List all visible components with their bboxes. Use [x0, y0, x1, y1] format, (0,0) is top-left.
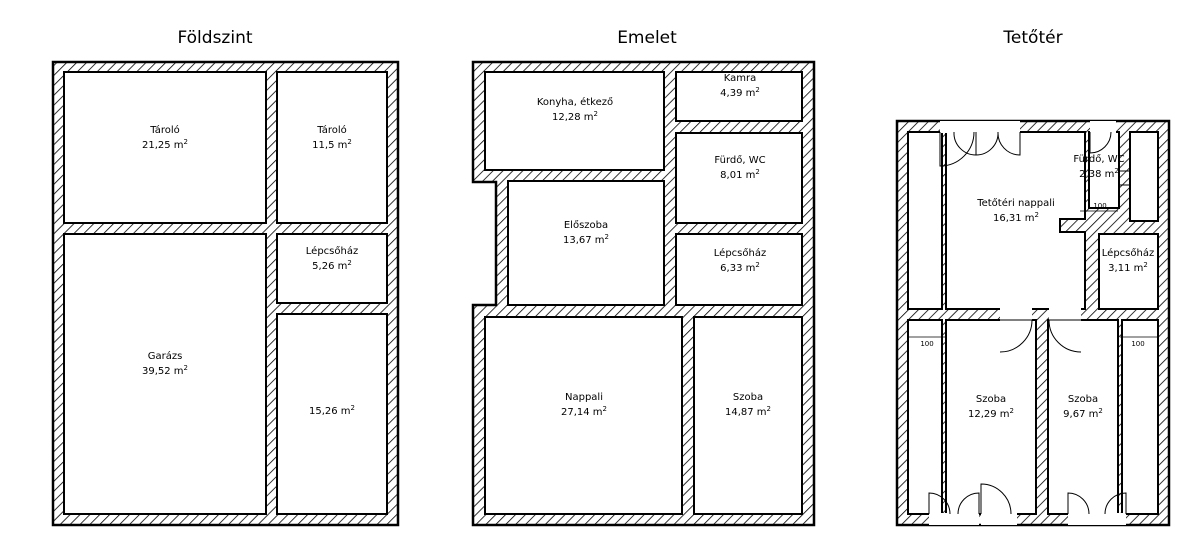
room-attic-living	[945, 131, 1086, 310]
door-swing	[975, 131, 999, 156]
door-swing	[980, 483, 1012, 515]
room-area: 6,33 m2	[720, 261, 760, 274]
room-attic-side-right	[1129, 131, 1159, 222]
room-label: Lépcsőház	[306, 245, 358, 257]
door-swing	[928, 492, 951, 515]
door-swing	[1067, 492, 1090, 515]
room-area: 12,28 m2	[552, 110, 598, 123]
room-label: Nappali	[565, 392, 603, 403]
floor-first: Emelet Konyha, étkező 12,28 m2 Kamra 4,3…	[471, 28, 816, 527]
room-attic-bedroom-2	[1047, 319, 1119, 515]
room-area: 14,87 m2	[725, 405, 771, 418]
floor-title-attic: Tetőtér	[1002, 28, 1062, 48]
room-storage-2	[276, 71, 388, 224]
wall-opening-mark	[1119, 170, 1130, 186]
floor-title-first: Emelet	[617, 28, 677, 48]
room-area: 15,26 m2	[309, 404, 355, 417]
room-attic-wardrobe-left	[907, 319, 943, 515]
room-label: Szoba	[976, 394, 1006, 405]
room-area: 11,5 m2	[312, 138, 352, 151]
floor-title-ground: Földszint	[177, 28, 252, 48]
room-label: Szoba	[1068, 394, 1098, 405]
room-label: Kamra	[724, 73, 757, 84]
floor-ground: Földszint Tároló 21,25 m2 Tároló 11,5 m2…	[51, 28, 400, 527]
door-opening	[1049, 308, 1081, 321]
door-opening	[1090, 121, 1116, 133]
door-swing	[1048, 319, 1082, 353]
room-area: 13,67 m2	[563, 233, 609, 246]
room-label: Garázs	[148, 350, 183, 362]
door-swing	[999, 319, 1033, 353]
room-label: Fürdő, WC	[1073, 153, 1124, 165]
door-opening	[1000, 308, 1032, 321]
room-stairwell-first	[675, 233, 803, 306]
room-bedroom-first	[693, 316, 803, 515]
door-opening	[1068, 513, 1126, 525]
door-opening	[940, 121, 1020, 133]
room-attic-bedroom-1	[945, 319, 1037, 515]
room-label: Fürdő, WC	[714, 154, 765, 166]
dimension-label: 100	[1131, 340, 1144, 348]
door-swing	[957, 492, 980, 515]
room-kitchen	[484, 71, 665, 171]
door-swing	[939, 131, 975, 167]
room-label: Tetőtéri nappali	[976, 197, 1055, 209]
room-label: Tároló	[316, 124, 347, 136]
room-bathroom-first	[675, 132, 803, 224]
room-area: 21,25 m2	[142, 138, 188, 151]
floor-attic: Tetőtér 100 100 100	[895, 28, 1171, 527]
room-area: 5,26 m2	[312, 259, 352, 272]
room-area: 39,52 m2	[142, 364, 188, 377]
room-label: Szoba	[733, 392, 763, 403]
room-pantry	[675, 71, 803, 122]
dimension-label: 100	[1093, 202, 1106, 210]
door-opening	[981, 513, 1017, 525]
room-label: Konyha, étkező	[537, 96, 613, 108]
room-garage	[63, 233, 267, 515]
room-attic-wardrobe-right	[1121, 319, 1159, 515]
room-area: 4,39 m2	[720, 86, 760, 99]
room-attic-side-left	[907, 131, 943, 310]
room-label: Lépcsőház	[714, 247, 766, 259]
door-opening	[929, 513, 979, 525]
room-label: Előszoba	[564, 219, 608, 231]
room-area: 16,31 m2	[993, 211, 1039, 224]
dimension-label: 100	[920, 340, 933, 348]
room-label: Tároló	[149, 124, 180, 136]
room-living	[484, 316, 683, 515]
room-unnamed	[276, 313, 388, 515]
room-area: 3,11 m2	[1108, 261, 1148, 274]
door-swing	[1089, 131, 1112, 154]
room-area: 8,01 m2	[720, 168, 760, 181]
room-hall	[507, 180, 665, 306]
room-label: Lépcsőház	[1102, 247, 1154, 259]
door-swing	[1104, 492, 1127, 515]
room-attic-bathroom	[1088, 131, 1120, 209]
room-area: 2,38 m2	[1079, 167, 1119, 180]
room-attic-stairwell	[1098, 233, 1159, 310]
room-area: 27,14 m2	[561, 405, 607, 418]
room-storage-1	[63, 71, 267, 224]
room-stairwell-ground	[276, 233, 388, 304]
room-area: 9,67 m2	[1063, 407, 1103, 420]
room-area: 12,29 m2	[968, 407, 1014, 420]
door-swing	[953, 131, 977, 156]
